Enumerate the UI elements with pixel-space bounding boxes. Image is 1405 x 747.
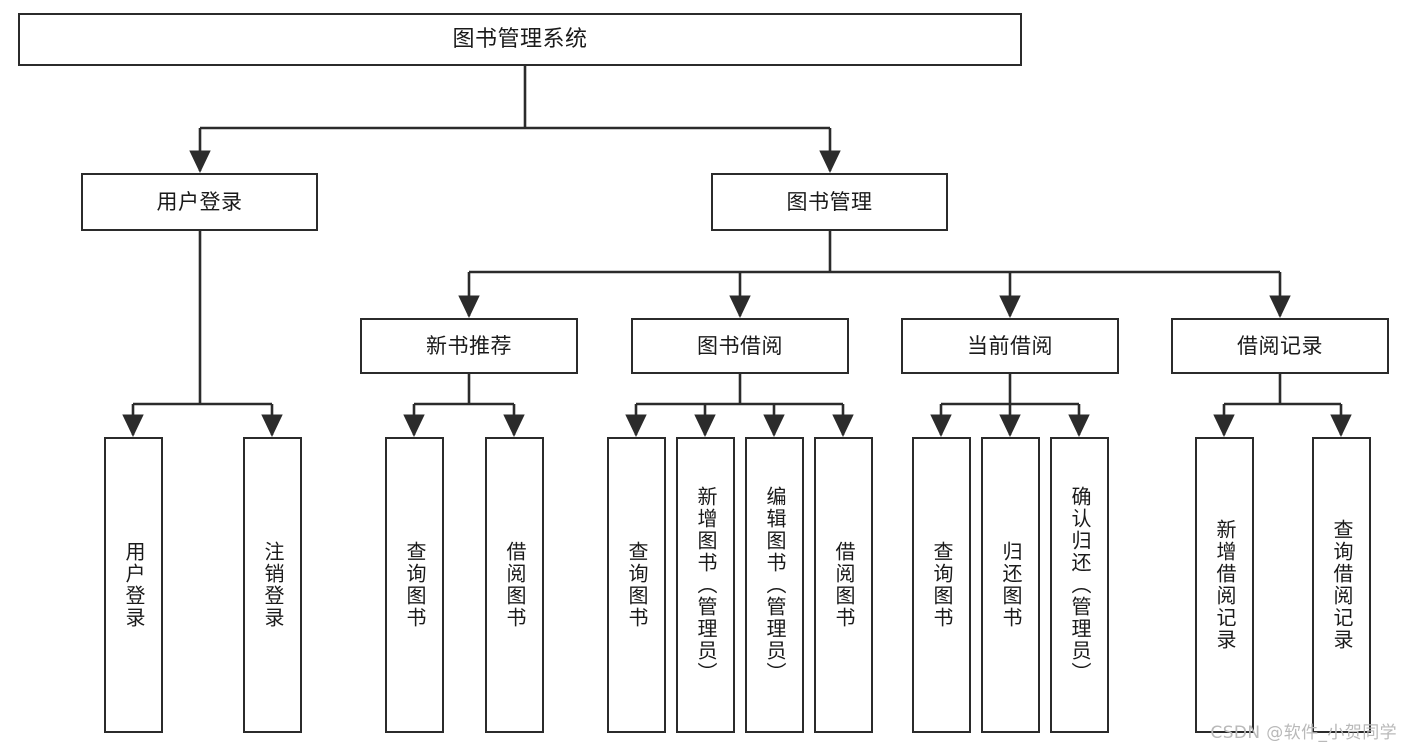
node-label: 用户登录 (122, 541, 146, 629)
leaf-current-return-book[interactable]: 归还图书 (981, 437, 1040, 733)
node-label: 查询图书 (930, 541, 954, 629)
node-label: 借阅图书 (503, 541, 527, 629)
leaf-borrow-query-book[interactable]: 查询图书 (607, 437, 666, 733)
node-book-borrow[interactable]: 图书借阅 (631, 318, 849, 374)
node-label: 归还图书 (999, 541, 1023, 629)
leaf-borrow-borrow-book[interactable]: 借阅图书 (814, 437, 873, 733)
node-user-login[interactable]: 用户登录 (81, 173, 318, 231)
node-root-system[interactable]: 图书管理系统 (18, 13, 1022, 66)
leaf-record-query-record[interactable]: 查询借阅记录 (1312, 437, 1371, 733)
leaf-user-login-signout[interactable]: 注销登录 (243, 437, 302, 733)
node-label: 新增图书（管理员） (694, 486, 718, 684)
node-current-borrow[interactable]: 当前借阅 (901, 318, 1119, 374)
node-label: 查询图书 (625, 541, 649, 629)
node-label: 图书借阅 (697, 333, 783, 358)
node-label: 注销登录 (261, 541, 285, 629)
node-label: 确认归还（管理员） (1068, 486, 1092, 684)
leaf-new-book-borrow[interactable]: 借阅图书 (485, 437, 544, 733)
leaf-current-confirm-return-admin[interactable]: 确认归还（管理员） (1050, 437, 1109, 733)
node-label: 用户登录 (156, 189, 243, 214)
leaf-record-add-record[interactable]: 新增借阅记录 (1195, 437, 1254, 733)
node-label: 借阅记录 (1237, 333, 1323, 358)
leaf-current-query-book[interactable]: 查询图书 (912, 437, 971, 733)
node-label: 当前借阅 (967, 333, 1053, 358)
leaf-new-book-query[interactable]: 查询图书 (385, 437, 444, 733)
node-label: 编辑图书（管理员） (763, 486, 787, 684)
leaf-borrow-edit-book-admin[interactable]: 编辑图书（管理员） (745, 437, 804, 733)
node-label: 新增借阅记录 (1213, 519, 1237, 651)
node-label: 图书管理系统 (452, 26, 588, 52)
csdn-watermark: CSDN @软件_小贺同学 (1210, 723, 1397, 743)
node-label: 新书推荐 (426, 333, 512, 358)
node-new-book-recommend[interactable]: 新书推荐 (360, 318, 578, 374)
node-label: 查询借阅记录 (1330, 519, 1354, 651)
node-label: 查询图书 (403, 541, 427, 629)
leaf-borrow-add-book-admin[interactable]: 新增图书（管理员） (676, 437, 735, 733)
node-borrow-record[interactable]: 借阅记录 (1171, 318, 1389, 374)
node-label: 图书管理 (786, 189, 873, 214)
leaf-user-login-signin[interactable]: 用户登录 (104, 437, 163, 733)
node-book-manage[interactable]: 图书管理 (711, 173, 948, 231)
node-label: 借阅图书 (832, 541, 856, 629)
